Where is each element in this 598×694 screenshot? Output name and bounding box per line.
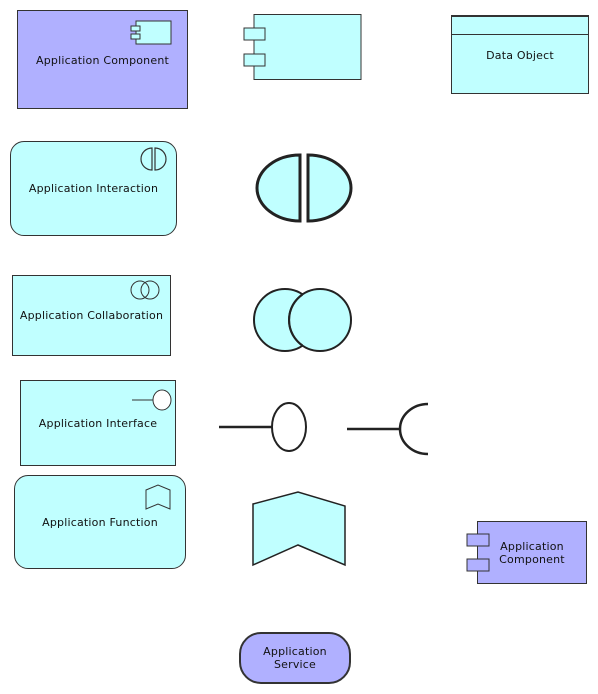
application-service-label: Application Service — [263, 645, 327, 671]
application-interaction-box[interactable]: Application Interaction — [10, 141, 177, 236]
function-symbol — [252, 491, 346, 567]
interaction-symbol — [255, 153, 353, 223]
application-interface-label: Application Interface — [38, 416, 158, 430]
application-collaboration-box[interactable]: Application Collaboration — [12, 275, 171, 356]
application-interface-box[interactable]: Application Interface — [20, 380, 176, 466]
application-component-small-label-line1: Application — [500, 539, 564, 553]
interface-provided-symbol — [219, 402, 307, 452]
application-component-small-box[interactable]: Application Component — [477, 521, 587, 584]
application-component-label: Application Component — [35, 54, 170, 67]
component-small-tabs — [466, 533, 490, 572]
collaboration-icon — [130, 280, 160, 300]
data-object-label: Data Object — [486, 48, 554, 62]
application-service-box[interactable]: Application Service — [239, 632, 351, 684]
data-object-header-divider — [451, 34, 589, 35]
component-symbol — [243, 14, 362, 80]
component-icon — [130, 20, 172, 45]
application-interaction-label: Application Interaction — [28, 182, 159, 195]
application-function-label: Application Function — [42, 515, 158, 529]
interface-required-symbol — [347, 402, 429, 456]
application-function-box[interactable]: Application Function — [14, 475, 186, 569]
collaboration-symbol — [253, 288, 352, 352]
interaction-icon — [140, 147, 167, 171]
application-collaboration-label: Application Collaboration — [19, 309, 164, 322]
data-object-box[interactable]: Data Object — [451, 15, 589, 94]
interface-icon — [132, 389, 172, 411]
application-component-small-label-line2: Component — [499, 552, 565, 566]
function-icon — [145, 484, 171, 510]
